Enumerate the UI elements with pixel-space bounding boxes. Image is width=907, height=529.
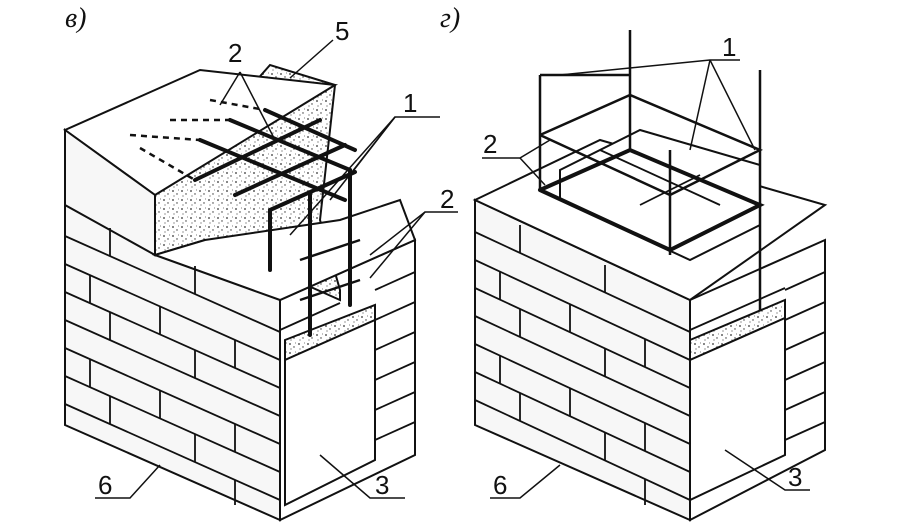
callout-b-2-right: 2 xyxy=(440,184,454,214)
brick-courses-g-left xyxy=(474,225,691,505)
callout-g-1: 1 xyxy=(722,32,736,62)
leaders-b xyxy=(95,39,458,499)
callout-b-1: 1 xyxy=(403,88,417,118)
figure-g: г) xyxy=(440,3,828,522)
callout-b-2-top: 2 xyxy=(228,38,242,68)
callout-g-2: 2 xyxy=(483,129,497,159)
figure-b: в) xyxy=(63,3,458,522)
callout-g-3: 3 xyxy=(788,462,802,492)
pane-label-g: г) xyxy=(440,3,460,34)
pane-label-b: в) xyxy=(65,3,86,34)
brick-courses-b-left xyxy=(64,228,281,505)
callout-g-6: 6 xyxy=(493,470,507,500)
callout-b-3: 3 xyxy=(375,470,389,500)
callout-b-5: 5 xyxy=(335,16,349,46)
brick-courses-g-right xyxy=(689,271,826,455)
reinforcement-g xyxy=(538,30,765,310)
callout-b-6: 6 xyxy=(98,470,112,500)
leaders-g xyxy=(482,59,810,499)
